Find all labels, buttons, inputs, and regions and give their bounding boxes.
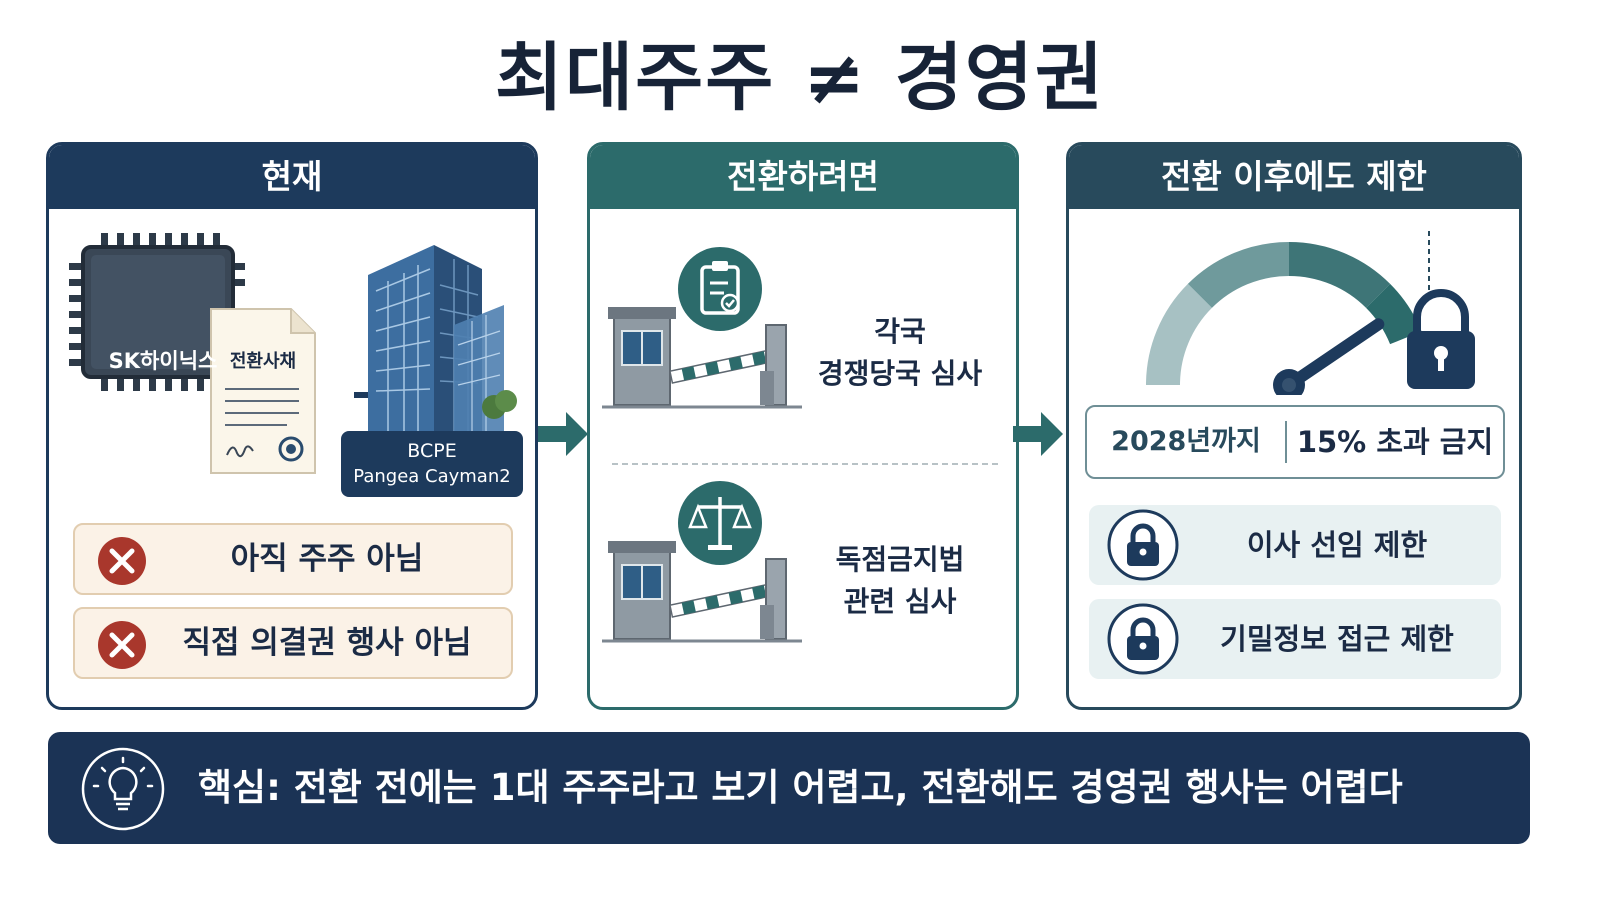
key-takeaway-banner: 핵심: 전환 전에는 1대 주주라고 보기 어렵고, 전환해도 경영권 행사는 … xyxy=(48,732,1530,844)
restriction-text: 이사 선임 제한 xyxy=(1246,528,1428,562)
arrow-right-icon xyxy=(1013,412,1063,456)
lock-icon xyxy=(1107,603,1179,675)
review-line1: 각국 xyxy=(874,315,926,348)
divider xyxy=(612,463,998,465)
limit-separator xyxy=(1285,421,1287,463)
review-label: 각국 경쟁당국 심사 xyxy=(800,311,1000,395)
panel-to-convert: 전환하려면 각국 경쟁당국 심사 xyxy=(587,142,1019,710)
status-row: 직접 의결권 행사 아님 xyxy=(73,607,513,679)
panel-after-header: 전환 이후에도 제한 xyxy=(1069,145,1519,209)
restriction-text: 기밀정보 접근 제한 xyxy=(1220,622,1454,656)
limit-until: 2028년까지 xyxy=(1111,426,1261,457)
gauge-segment xyxy=(1365,283,1422,345)
status-text: 아직 주주 아님 xyxy=(230,541,424,577)
chip-label: SK하이닉스 xyxy=(108,349,218,373)
gauge-hub-center xyxy=(1282,378,1296,392)
page-title: 최대주주 ≠ 경영권 xyxy=(494,35,1106,121)
review-line2: 경쟁당국 심사 xyxy=(817,357,983,390)
document-icon xyxy=(210,308,316,474)
lock-icon xyxy=(1107,509,1179,581)
entity-line1: BCPE xyxy=(407,440,457,462)
limit-box: 2028년까지 15% 초과 금지 xyxy=(1085,405,1505,479)
building-icon xyxy=(354,245,517,435)
status-row: 아직 주주 아님 xyxy=(73,523,513,595)
entity-line2: Pangea Cayman2 xyxy=(353,466,511,487)
panel-after-conversion: 전환 이후에도 제한 2028년까지 15% 초과 금지 이사 선임 제한 xyxy=(1066,142,1522,710)
x-circle-icon xyxy=(98,621,146,669)
restriction-row: 기밀정보 접근 제한 xyxy=(1089,599,1501,679)
lightbulb-icon xyxy=(81,747,165,831)
entity-badge: BCPE Pangea Cayman2 xyxy=(341,431,523,497)
checkpoint-gate-icon xyxy=(602,481,802,643)
gauge-icon xyxy=(1146,231,1475,395)
gauge-needle xyxy=(1283,318,1385,391)
lock-icon xyxy=(1407,289,1475,389)
gauge-segment xyxy=(1187,242,1290,309)
x-circle-icon xyxy=(98,537,146,585)
status-text: 직접 의결권 행사 아님 xyxy=(182,625,472,661)
review-label: 독점금지법 관련 심사 xyxy=(800,539,1000,623)
review-line1: 독점금지법 xyxy=(835,543,965,576)
panel-current: 현재 SK하이닉스 전환사채 xyxy=(46,142,538,710)
arrow-right-icon xyxy=(538,412,588,456)
gauge-segment xyxy=(1146,283,1213,386)
restriction-row: 이사 선임 제한 xyxy=(1089,505,1501,585)
limit-cap: 15% 초과 금지 xyxy=(1296,425,1494,459)
checkpoint-gate-icon xyxy=(602,247,802,409)
panel-current-header: 현재 xyxy=(49,145,535,209)
key-takeaway-text: 핵심: 전환 전에는 1대 주주라고 보기 어렵고, 전환해도 경영권 행사는 … xyxy=(198,766,1403,809)
gauge-segment xyxy=(1288,242,1391,309)
panel-to-convert-header: 전환하려면 xyxy=(590,145,1016,209)
document-label: 전환사채 xyxy=(229,351,297,372)
review-line2: 관련 심사 xyxy=(843,585,957,618)
